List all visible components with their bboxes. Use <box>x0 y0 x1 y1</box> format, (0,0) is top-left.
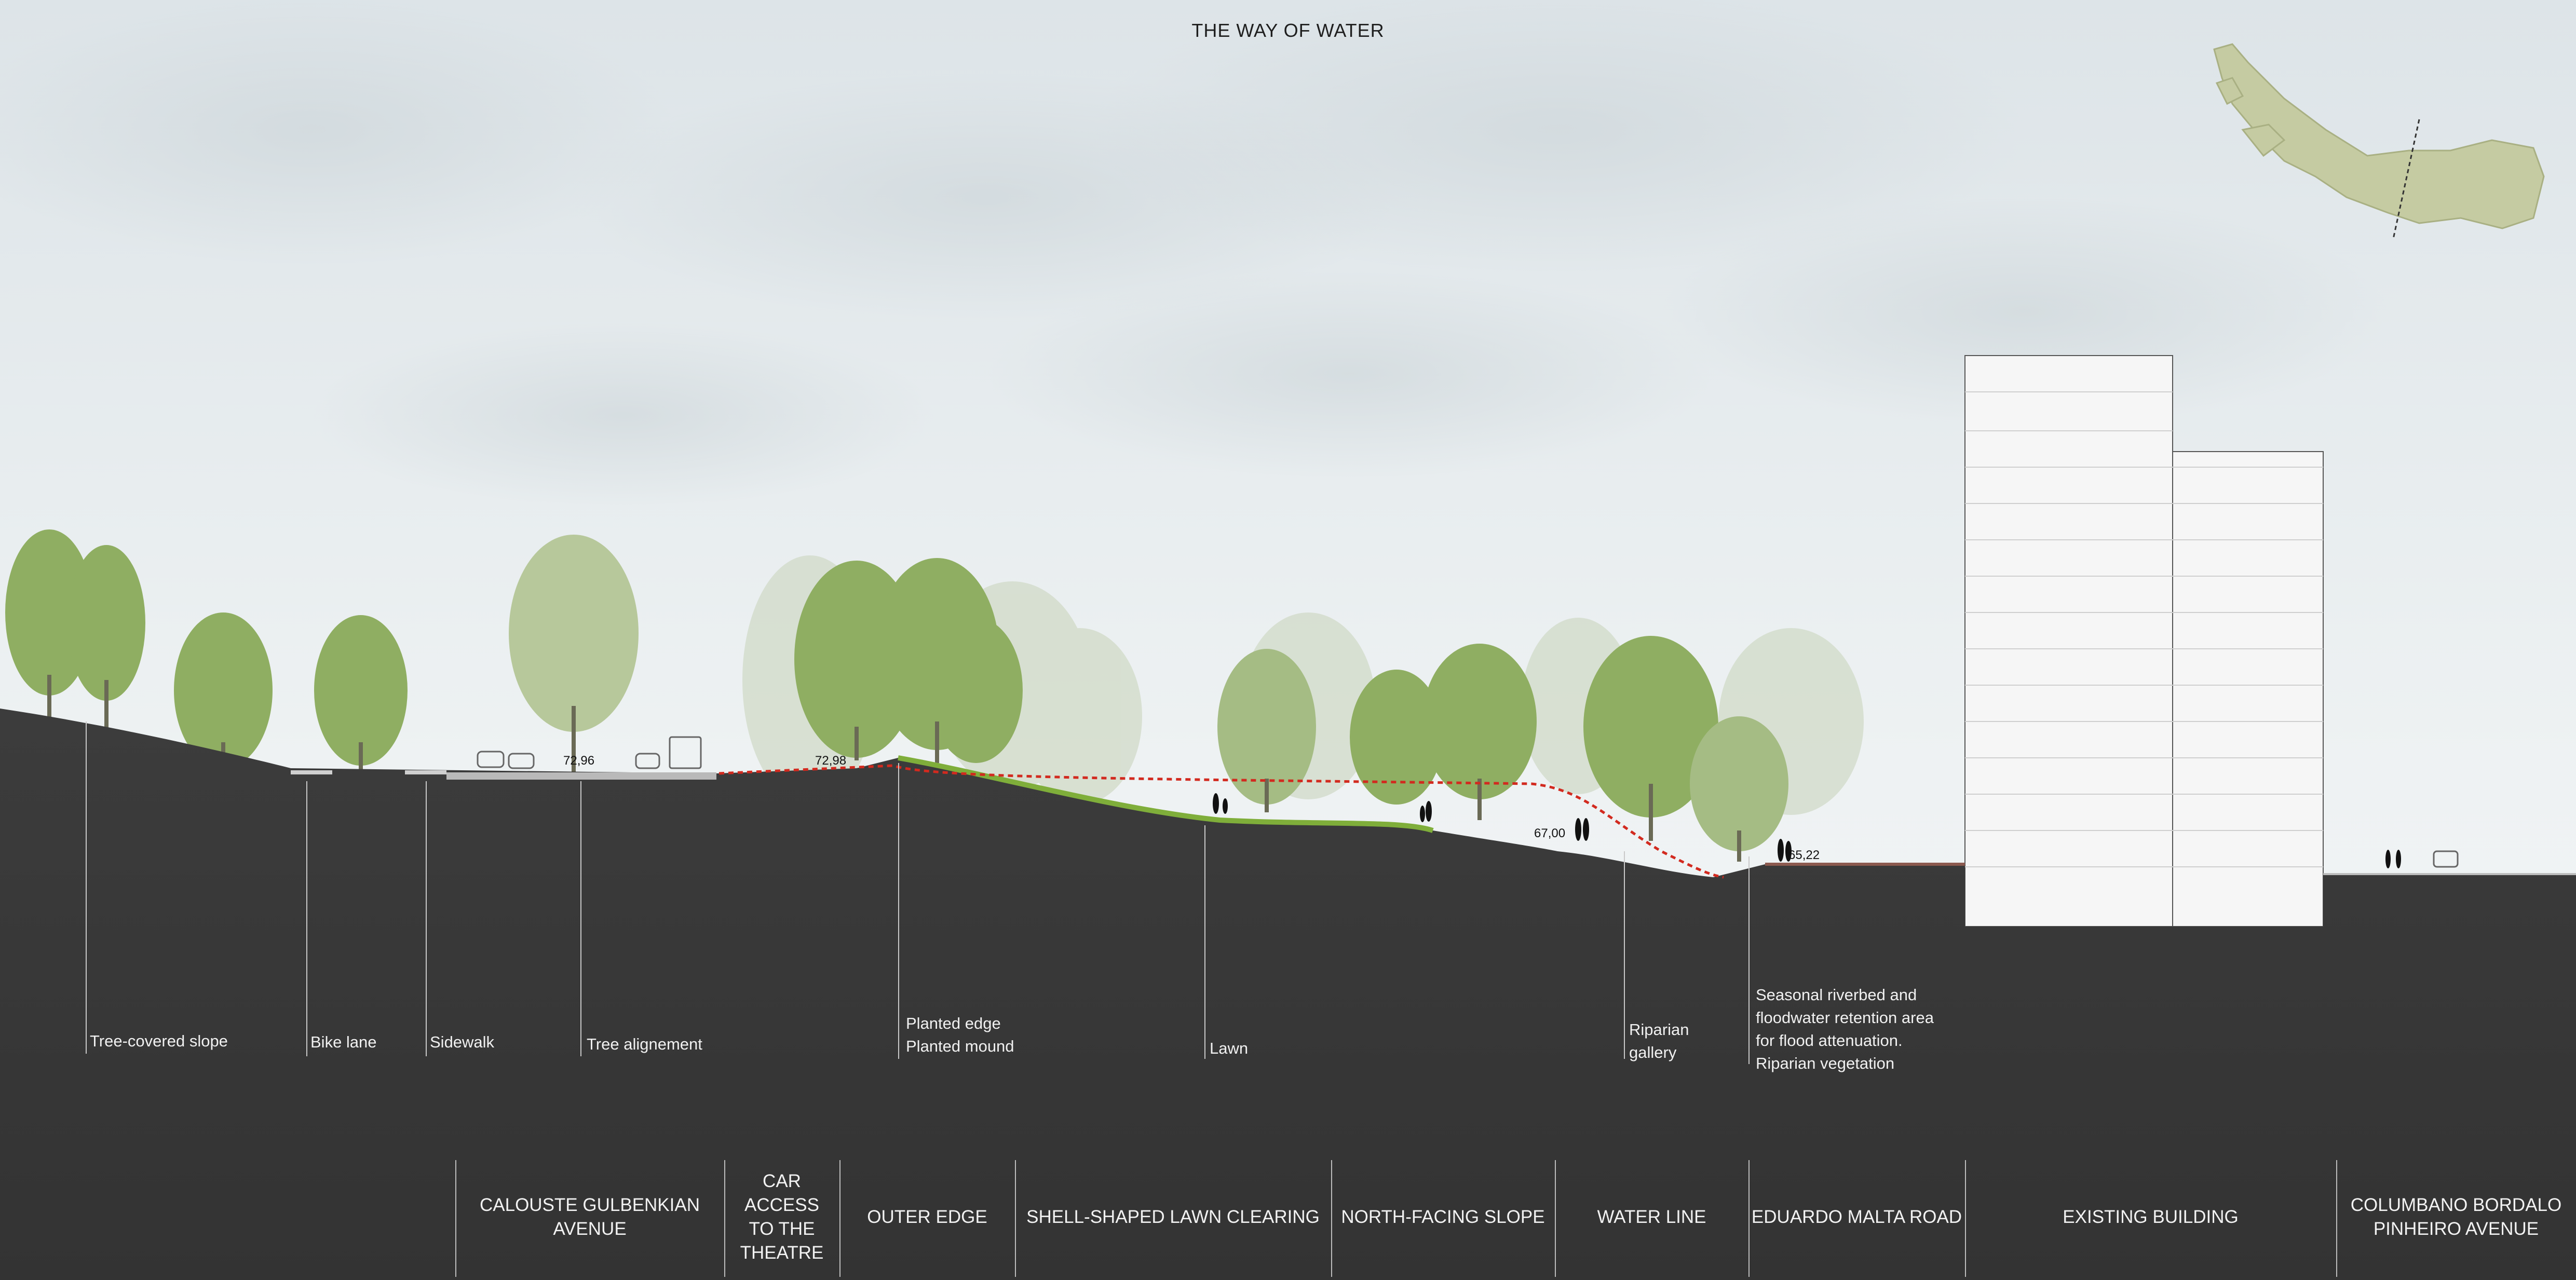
clouds <box>0 0 2388 509</box>
callout-seasonal-riverbed: Seasonal riverbed and floodwater retenti… <box>1756 986 1934 1072</box>
zone-divider <box>455 1160 456 1277</box>
zone-divider <box>839 1160 840 1277</box>
zone-existing-building: EXISTING BUILDING <box>2063 1207 2239 1227</box>
callout-bike-lane: Bike lane <box>310 1033 377 1051</box>
callout-line <box>1748 856 1750 1064</box>
existing-building <box>1964 355 2324 927</box>
callout-tree-alignement: Tree alignement <box>587 1035 702 1053</box>
zone-divider <box>1965 1160 1966 1277</box>
tree-trunks <box>47 675 1741 862</box>
callout-line <box>898 763 899 1059</box>
zone-divider <box>1015 1160 1016 1277</box>
callout-sidewalk: Sidewalk <box>430 1033 495 1051</box>
zone-divider <box>2336 1160 2337 1277</box>
callout-line <box>1204 825 1205 1059</box>
zone-north-facing-slope: NORTH-FACING SLOPE <box>1341 1207 1545 1227</box>
elevation-road: 65,22 <box>1788 848 1820 862</box>
elevation-mound: 72,98 <box>815 754 847 768</box>
callout-planted-edge: Planted edge Planted mound <box>906 1014 1014 1055</box>
zone-columbano-bordalo-pinheiro-avenue: COLUMBANO BORDALO PINHEIRO AVENUE <box>2350 1195 2562 1239</box>
zone-outer-edge: OUTER EDGE <box>867 1207 987 1227</box>
elevation-avenue: 72,96 <box>563 754 595 768</box>
callout-tree-covered-slope: Tree-covered slope <box>90 1032 228 1050</box>
people <box>1213 793 2401 868</box>
callout-lawn: Lawn <box>1210 1039 1249 1057</box>
callout-line <box>426 781 427 1056</box>
zone-divider <box>1555 1160 1556 1277</box>
ground-section <box>0 709 2576 1280</box>
elevation-water-line: 67,00 <box>1534 826 1566 840</box>
road-surfaces <box>291 770 2576 875</box>
zone-divider <box>1331 1160 1332 1277</box>
zone-eduardo-malta-road: EDUARDO MALTA ROAD <box>1751 1207 1962 1227</box>
callout-line <box>306 781 307 1056</box>
callout-line <box>86 721 87 1054</box>
callout-riparian-gallery: Riparian gallery <box>1629 1020 1689 1061</box>
callout-line <box>580 781 581 1056</box>
zone-water-line: WATER LINE <box>1597 1207 1706 1227</box>
zone-car-access-theatre: CAR ACCESS TO THE THEATRE <box>740 1171 824 1263</box>
section-cut-line <box>2392 119 2420 239</box>
callout-line <box>1624 851 1625 1059</box>
location-map-icon <box>2213 43 2545 229</box>
zone-calouste-gulbenkian-avenue: CALOUSTE GULBENKIAN AVENUE <box>480 1195 700 1239</box>
zone-shell-shaped-lawn-clearing: SHELL-SHAPED LAWN CLEARING <box>1026 1207 1320 1227</box>
zone-divider <box>724 1160 725 1277</box>
trees <box>5 529 1788 851</box>
diagram-title: THE WAY OF WATER <box>1191 20 1385 41</box>
zone-divider <box>1748 1160 1750 1277</box>
cars <box>477 736 2459 868</box>
